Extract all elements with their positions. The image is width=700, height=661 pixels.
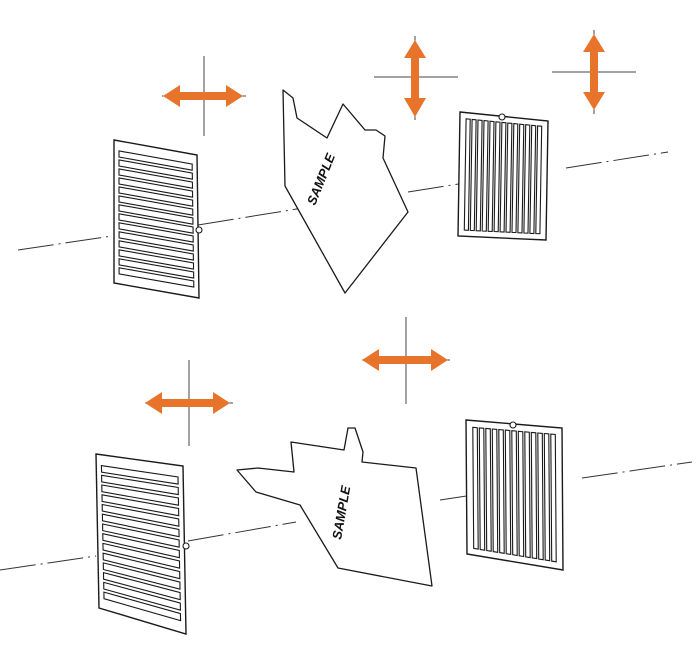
crosshair-top-1	[162, 56, 246, 136]
polarizer-slot	[523, 124, 531, 234]
polarizer-plate-right-bottom	[465, 419, 564, 571]
polarizer-slot	[498, 428, 505, 554]
polarizer-slot	[524, 431, 531, 559]
polarizer-slot	[511, 122, 519, 234]
polarizer-slot	[101, 474, 179, 496]
polarizer-slot	[463, 118, 471, 231]
polarizer-slot	[475, 119, 483, 232]
optical-axis-top-left	[17, 235, 113, 251]
polarizer-slot	[478, 427, 486, 551]
polarizer-slot	[101, 494, 180, 517]
polarizer-slot	[102, 562, 181, 590]
polarizer-plate-left-top	[113, 139, 203, 299]
polarizer-slot	[469, 118, 477, 232]
polarizer-slot	[118, 240, 194, 261]
crosshair-top-3	[552, 30, 636, 114]
polarizer-slot	[535, 125, 543, 235]
polarizer-slot	[100, 464, 179, 485]
polarizer-plate-right-top	[457, 111, 549, 241]
polarizer-slot	[472, 426, 479, 550]
crosshair-bottom-1	[145, 360, 233, 446]
optical-axis-bottom-right	[581, 461, 693, 479]
polarizer-slot	[481, 119, 489, 232]
polarizer-slot	[517, 123, 525, 234]
polarizer-slot	[101, 503, 180, 527]
polarizer-slot	[511, 430, 518, 557]
polarizer-slot	[550, 433, 557, 563]
optical-axis-top-right	[565, 151, 669, 169]
double-arrow-vertical-icon	[404, 40, 426, 117]
polarizer-slot	[118, 258, 195, 279]
polarizer-slot	[118, 213, 194, 234]
polarizer-slot	[118, 177, 194, 198]
polarizer-slot	[118, 150, 193, 171]
crosshair-bottom-2	[362, 317, 450, 404]
polarizer-slot	[118, 249, 195, 270]
sample-top: SAMPLE	[282, 89, 409, 294]
polarizer-slot	[101, 484, 180, 506]
sample-bottom: SAMPLE	[236, 427, 433, 587]
optical-axis-bottom-mid	[187, 521, 297, 542]
configuration-bottom: SAMPLE	[0, 317, 693, 635]
polarizer-slot	[493, 121, 501, 233]
polarizer-slot	[103, 581, 181, 611]
polarizer-slot	[537, 432, 544, 561]
polarizer-slot	[530, 431, 538, 560]
polarizer-slot	[118, 195, 194, 216]
polarizer-slot	[118, 231, 194, 252]
double-arrow-horizontal-icon	[163, 85, 243, 107]
polarizer-slot	[487, 120, 495, 232]
polarizer-slot	[102, 552, 181, 580]
double-arrow-horizontal-icon	[362, 349, 448, 371]
double-arrow-horizontal-icon	[145, 392, 230, 414]
configuration-top: SAMPLE	[17, 30, 669, 299]
polarizer-slot	[118, 267, 195, 288]
polarizer-slot	[543, 432, 551, 562]
polarizer-slot	[103, 591, 182, 622]
polarizer-slot	[499, 121, 507, 233]
polarizer-plate-left-bottom	[95, 453, 190, 635]
polarizer-slot	[102, 542, 181, 569]
optical-axis-bottom-left	[0, 555, 97, 571]
polarizer-slot	[101, 513, 180, 538]
polarizer-slot	[102, 523, 180, 548]
polarizer-slot	[118, 222, 194, 243]
polarizer-slot	[517, 430, 525, 558]
polarizer-slot	[505, 122, 513, 233]
polarizer-slot	[491, 428, 499, 553]
polarizer-slot	[118, 159, 193, 180]
polarizer-slot	[118, 168, 194, 189]
crosshair-top-2	[374, 36, 458, 120]
polarizer-slot	[102, 533, 180, 559]
polarizer-slot	[485, 427, 492, 552]
double-arrow-vertical-icon	[583, 34, 605, 110]
polarizer-slot	[102, 571, 181, 601]
polarizer-slot	[529, 124, 537, 235]
polarizer-slot	[504, 429, 512, 556]
polarizer-slot	[118, 186, 194, 207]
polarizer-slot	[118, 204, 194, 225]
